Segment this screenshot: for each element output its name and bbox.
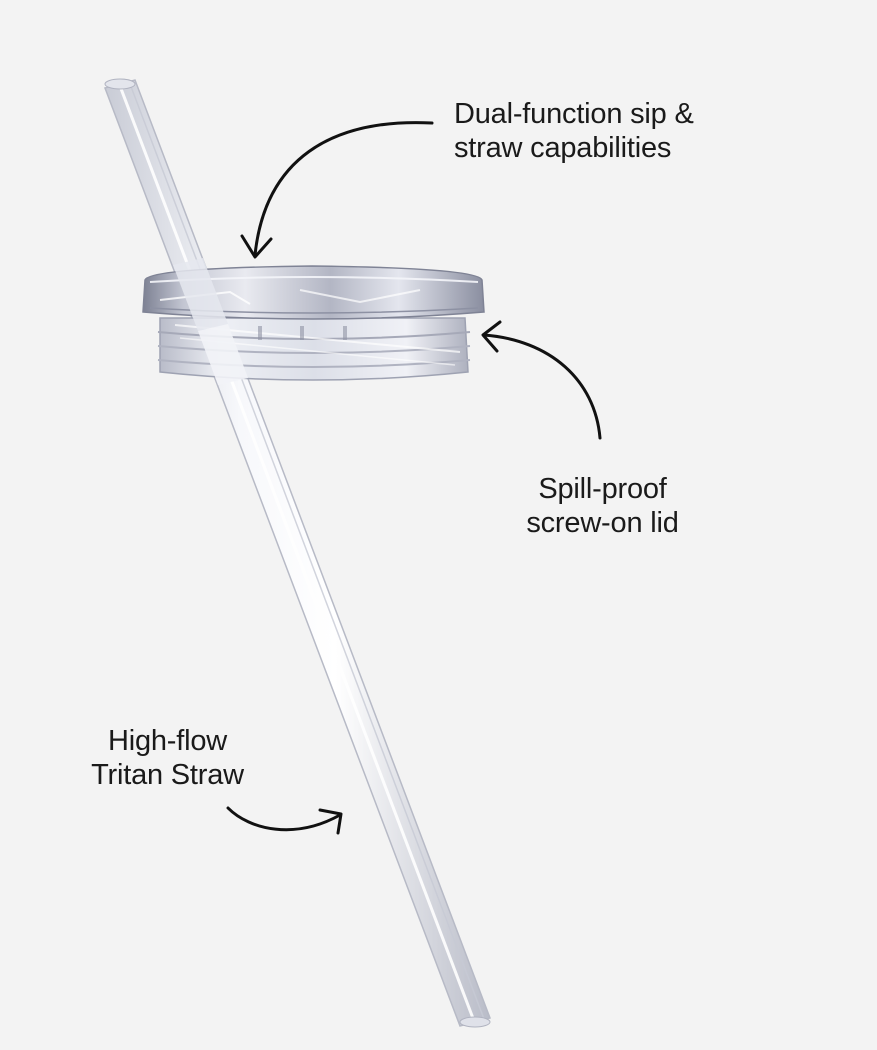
callout-straw-line2: Tritan Straw <box>91 759 244 791</box>
callout-spill-proof-line1: Spill-proof <box>538 473 667 505</box>
curved-arrow-icon <box>240 121 434 259</box>
callout-straw-line1: High-flow <box>107 725 228 757</box>
callout-tritan-straw: High-flow Tritan Straw <box>70 724 265 792</box>
callout-dual-function: Dual-function sip & straw capabilities <box>454 97 694 165</box>
callout-dual-function-line1: Dual-function sip & <box>454 98 694 130</box>
callout-spill-proof-lid: Spill-proof screw-on lid <box>510 472 695 540</box>
screw-on-lid <box>142 258 485 385</box>
callout-dual-function-line2: straw capabilities <box>454 132 672 164</box>
tritan-straw <box>104 78 491 1028</box>
curved-arrow-icon <box>226 806 343 835</box>
curved-arrow-icon <box>481 320 602 440</box>
callout-spill-proof-line2: screw-on lid <box>526 507 679 539</box>
